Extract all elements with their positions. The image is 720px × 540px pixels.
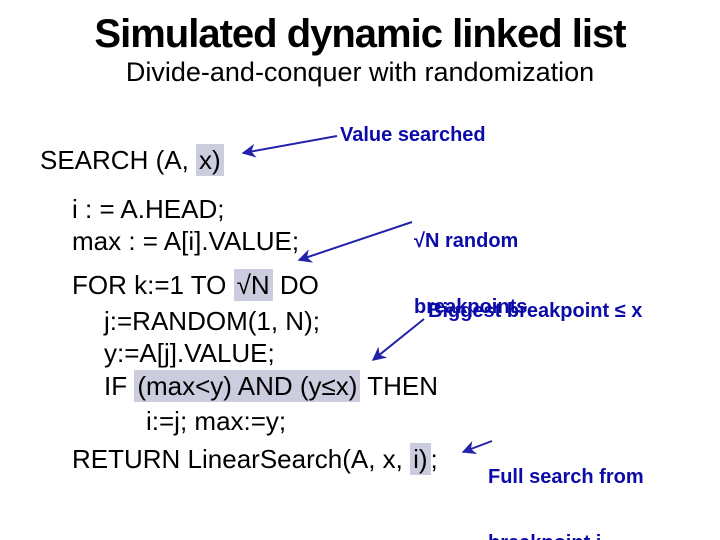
code-search-arg-highlight: x): [196, 144, 224, 176]
code-line-assign: i:=j; max:=y;: [146, 406, 287, 436]
annotation-full-search: Full search from breakpoint i: [488, 422, 644, 540]
annotation-full-line2: breakpoint i: [488, 532, 644, 540]
code-if-condition-highlight: (max<y) AND (y≤x): [134, 370, 361, 402]
code-sqrtn-highlight: √N: [233, 269, 273, 301]
code-line-return: RETURN LinearSearch(A, x, i);: [72, 443, 438, 475]
code-return-pre: RETURN LinearSearch(A, x,: [72, 444, 411, 474]
code-return-i-highlight: i): [410, 443, 431, 475]
code-if-post: THEN: [360, 371, 438, 401]
code-line-search: SEARCH (A, x): [40, 144, 224, 176]
code-line-value: y:=A[j].VALUE;: [104, 338, 275, 368]
code-return-post: ;: [430, 444, 438, 474]
code-line-for: FOR k:=1 TO √N DO: [72, 269, 319, 301]
annotation-sqrt-line2: breakpoints: [414, 296, 528, 318]
slide-title: Simulated dynamic linked list: [94, 12, 626, 56]
annotation-biggest-breakpoint: Biggest breakpoint ≤ x: [428, 300, 643, 322]
annotation-full-line1: Full search from: [488, 466, 644, 488]
code-if-pre: IF: [104, 371, 135, 401]
code-for-pre: FOR k:=1 TO: [72, 270, 234, 300]
arrow-value-searched-icon: [241, 135, 338, 158]
annotation-sqrt-line1: √N random: [414, 230, 519, 252]
annotation-value-searched: Value searched: [340, 124, 486, 146]
code-for-post: DO: [272, 270, 319, 300]
arrow-sqrt-breakpoints-icon: [297, 221, 413, 263]
code-search-pre: SEARCH (A,: [40, 145, 197, 175]
code-line-init-head: i : = A.HEAD;: [72, 194, 225, 224]
annotation-sqrt-breakpoints: √N random breakpoints: [414, 186, 527, 362]
code-line-init-max: max : = A[i].VALUE;: [72, 226, 300, 256]
slide-subtitle: Divide-and-conquer with randomization: [125, 57, 595, 87]
code-line-if: IF (max<y) AND (y≤x) THEN: [104, 370, 438, 402]
code-line-random: j:=RANDOM(1, N);: [104, 306, 320, 336]
